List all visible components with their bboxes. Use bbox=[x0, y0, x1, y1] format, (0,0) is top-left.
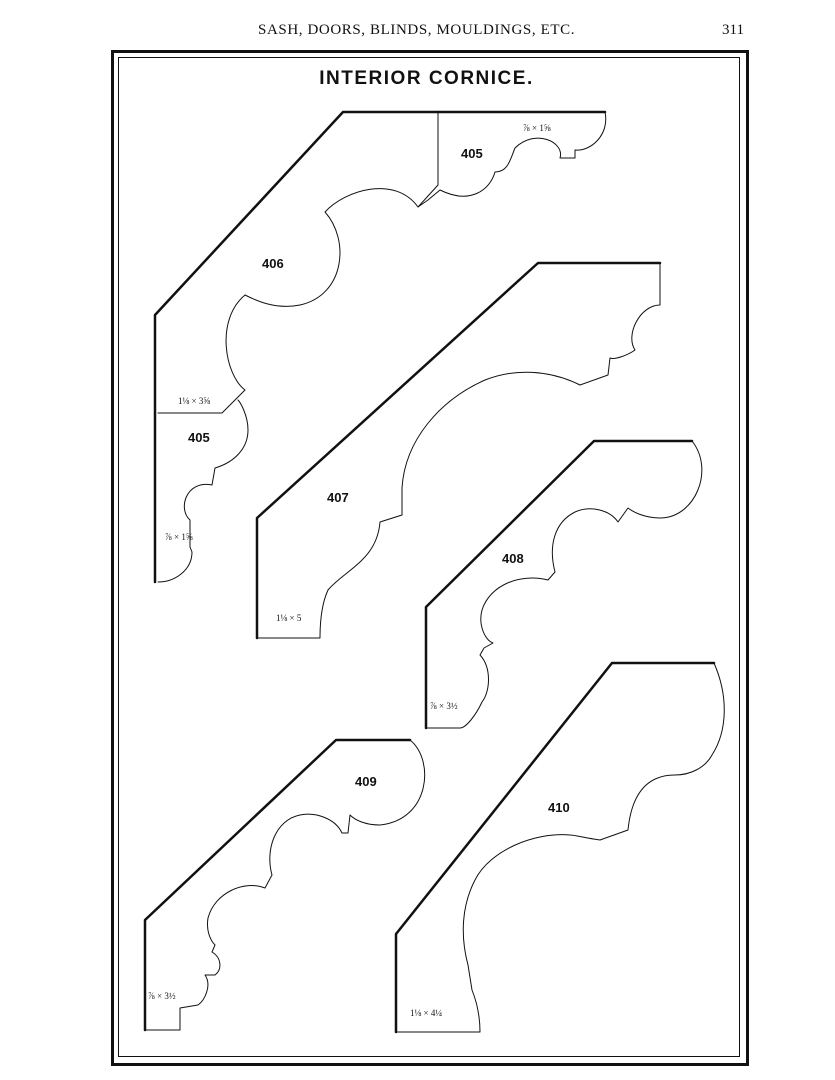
moulding-410-profile bbox=[394, 661, 725, 1034]
moulding-size: ⅞ × 1⅝ bbox=[165, 532, 193, 542]
moulding-size: 1⅛ × 5 bbox=[276, 613, 302, 623]
moulding-number: 406 bbox=[262, 256, 284, 271]
page-number: 311 bbox=[722, 22, 744, 38]
moulding-number: 410 bbox=[548, 800, 570, 815]
moulding-405-bottom-profile bbox=[157, 399, 249, 583]
moulding-size: ⅞ × 3½ bbox=[430, 701, 458, 711]
moulding-size: ⅞ × 3½ bbox=[148, 991, 176, 1001]
moulding-number: 409 bbox=[355, 774, 377, 789]
moulding-size: 1⅛ × 3⅝ bbox=[178, 396, 210, 406]
plate-title: INTERIOR CORNICE. bbox=[319, 68, 534, 89]
plate-inner-border bbox=[118, 57, 740, 1057]
moulding-size: ⅞ × 1⅝ bbox=[523, 123, 551, 133]
running-head: SASH, DOORS, BLINDS, MOULDINGS, ETC. 311 bbox=[0, 18, 835, 42]
moulding-number: 407 bbox=[327, 490, 349, 505]
moulding-407-profile bbox=[255, 261, 662, 640]
running-title: SASH, DOORS, BLINDS, MOULDINGS, ETC. bbox=[258, 22, 576, 38]
moulding-408-profile bbox=[424, 439, 703, 730]
moulding-size: 1⅛ × 4¼ bbox=[410, 1008, 442, 1018]
plate-outer-border bbox=[111, 50, 749, 1066]
moulding-number: 405 bbox=[461, 146, 483, 161]
moulding-number: 405 bbox=[188, 430, 210, 445]
moulding-number: 408 bbox=[502, 551, 524, 566]
moulding-406-profile bbox=[153, 110, 440, 584]
moulding-405-top-profile bbox=[417, 110, 607, 208]
moulding-409-profile bbox=[143, 738, 426, 1032]
